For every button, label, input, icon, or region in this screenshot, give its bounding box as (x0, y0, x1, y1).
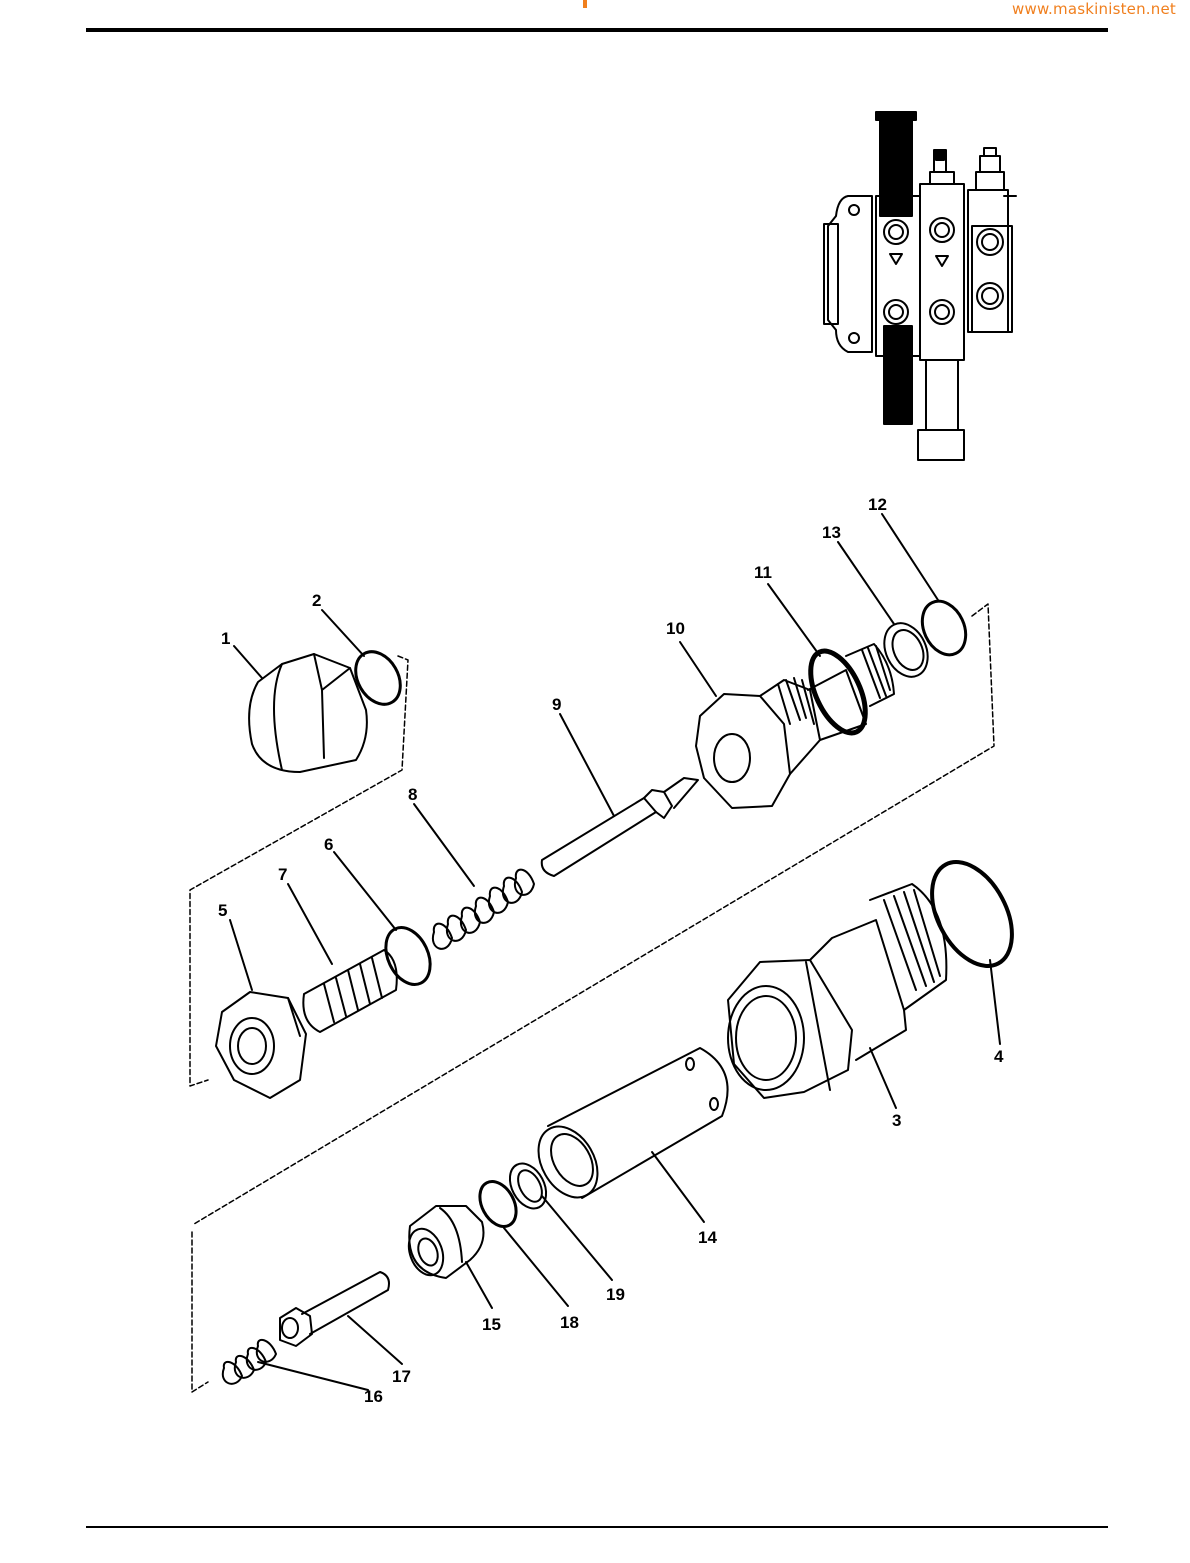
callout-4: 4 (994, 1047, 1004, 1066)
callout-14: 14 (698, 1228, 717, 1247)
part-2-o-ring (347, 644, 410, 712)
callout-12: 12 (868, 495, 887, 514)
part-18-o-ring (473, 1175, 524, 1232)
callout-2: 2 (312, 591, 321, 610)
upper-assembly-outline (190, 604, 994, 1392)
part-6-o-ring (377, 920, 439, 991)
part-7-adjusting-screw (303, 950, 396, 1032)
part-14-sleeve (526, 1048, 727, 1208)
callout-1: 1 (221, 629, 230, 648)
part-15-poppet (403, 1206, 484, 1280)
control-valve-block-icon (824, 112, 1016, 460)
part-10-valve-seat (696, 670, 866, 808)
callout-6: 6 (324, 835, 333, 854)
part-16-spring (223, 1340, 276, 1384)
part-4-o-ring (916, 849, 1029, 980)
part-3-housing (728, 884, 946, 1098)
callout-11: 11 (754, 563, 772, 582)
callout-18: 18 (560, 1313, 579, 1332)
part-1-cap-nut (249, 654, 367, 772)
callout-5: 5 (218, 901, 227, 920)
callout-17: 17 (392, 1367, 411, 1386)
part-17-pin (280, 1272, 389, 1346)
part-5-lock-nut (216, 992, 306, 1098)
callout-15: 15 (482, 1315, 501, 1334)
part-19-washer (503, 1157, 554, 1214)
callout-9: 9 (552, 695, 561, 714)
callout-13: 13 (822, 523, 841, 542)
part-9-poppet-pin (542, 778, 698, 876)
callout-3: 3 (892, 1111, 901, 1130)
callout-10: 10 (666, 619, 685, 638)
part-8-spring (433, 870, 534, 949)
callout-16: 16 (364, 1387, 383, 1406)
callout-19: 19 (606, 1285, 625, 1304)
callout-7: 7 (278, 865, 287, 884)
callout-8: 8 (408, 785, 417, 804)
